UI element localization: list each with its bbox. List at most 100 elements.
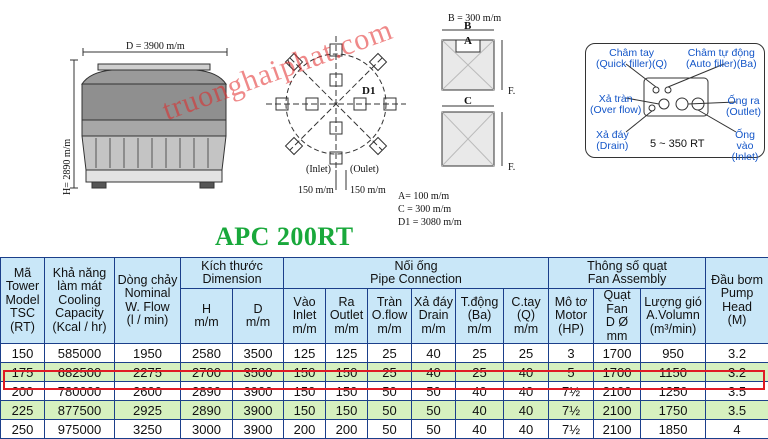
legend-outlet: Ống ra (Outlet) xyxy=(726,96,761,118)
table-cell: 50 xyxy=(412,420,456,439)
outlet-size: 150 m/m xyxy=(350,185,386,196)
fill-label-a: A xyxy=(464,35,472,47)
table-cell: 950 xyxy=(641,344,706,363)
table-cell: 877500 xyxy=(45,401,115,420)
table-cell: 40 xyxy=(456,401,504,420)
table-cell: 2100 xyxy=(594,382,641,401)
spec-d1: D1 = 3080 m/m xyxy=(398,216,462,229)
table-cell: 2890 xyxy=(181,382,233,401)
table-cell: 25 xyxy=(368,344,412,363)
outlet-label: (Oulet) xyxy=(350,164,379,175)
table-cell: 3900 xyxy=(233,382,284,401)
table-cell: 3900 xyxy=(233,401,284,420)
header-dimension-text: Kích thước Dimension xyxy=(181,260,283,287)
table-cell: 1700 xyxy=(594,363,641,382)
table-cell: 225 xyxy=(1,401,45,420)
table-cell: 2580 xyxy=(181,344,233,363)
table-cell: 3.5 xyxy=(706,401,768,420)
inlet-label: (Inlet) xyxy=(306,164,331,175)
table-cell: 3.2 xyxy=(706,344,768,363)
header-model: Mã Tower Model TSC (RT) xyxy=(1,258,45,344)
table-cell: 2925 xyxy=(115,401,181,420)
table-cell: 25 xyxy=(456,363,504,382)
model-title: APC 200RT xyxy=(215,222,354,252)
table-cell: 150 xyxy=(326,363,368,382)
table-cell: 40 xyxy=(504,363,549,382)
legend-overflow: Xả tràn (Over flow) xyxy=(590,94,641,116)
table-cell: 585000 xyxy=(45,344,115,363)
table-cell: 1850 xyxy=(641,420,706,439)
header-drain: Xả đáy Drain m/m xyxy=(412,289,456,344)
table-cell: 40 xyxy=(412,363,456,382)
table-cell: 150 xyxy=(284,401,326,420)
table-cell: 7½ xyxy=(549,420,594,439)
fill-label-f2: F. xyxy=(508,162,515,173)
header-capacity-text: Khả năng làm mát Cooling Capacity (Kcal … xyxy=(45,267,114,335)
table-cell: 40 xyxy=(504,420,549,439)
header-drain-text: Xả đáy Drain m/m xyxy=(412,296,455,337)
table-cell: 1950 xyxy=(115,344,181,363)
table-cell: 25 xyxy=(368,363,412,382)
header-fan-text: Thông số quạt Fan Assembly xyxy=(549,260,705,287)
table-cell: 2700 xyxy=(181,363,233,382)
table-cell: 125 xyxy=(326,344,368,363)
legend-quick-filler: Châm tay (Quick filler)(Q) xyxy=(596,48,667,70)
header-d-text: D m/m xyxy=(233,303,283,330)
table-cell: 3250 xyxy=(115,420,181,439)
dim-b: B = 300 m/m xyxy=(448,13,501,24)
table-cell: 1750 xyxy=(641,401,706,420)
header-h-text: H m/m xyxy=(181,303,232,330)
header-q-text: C.tay (Q) m/m xyxy=(504,296,548,337)
header-model-text: Mã Tower Model TSC (RT) xyxy=(1,267,44,335)
table-cell: 40 xyxy=(504,401,549,420)
header-d: D m/m xyxy=(233,289,284,344)
header-h: H m/m xyxy=(181,289,233,344)
table-cell: 40 xyxy=(504,382,549,401)
table-cell: 7½ xyxy=(549,401,594,420)
table-cell: 780000 xyxy=(45,382,115,401)
table-cell: 150 xyxy=(284,363,326,382)
table-cell: 3000 xyxy=(181,420,233,439)
header-pump: Đầu bơm Pump Head (M) xyxy=(706,258,768,344)
header-pump-text: Đầu bơm Pump Head (M) xyxy=(706,274,768,328)
dim-d1-label: D1 xyxy=(362,85,375,97)
fill-label-f1: F. xyxy=(508,86,515,97)
table-cell: 2100 xyxy=(594,420,641,439)
header-fan-d-text: Quạt Fan D Ø mm xyxy=(594,289,640,343)
dim-diameter: D = 3900 m/m xyxy=(126,41,185,52)
table-cell: 3900 xyxy=(233,420,284,439)
fill-label-b: B xyxy=(464,20,472,32)
header-flow: Dòng chảy Nominal W. Flow (l / min) xyxy=(115,258,181,344)
table-cell: 175 xyxy=(1,363,45,382)
header-oflow-text: Tràn O.flow m/m xyxy=(368,296,411,337)
table-cell: 25 xyxy=(456,344,504,363)
table-cell: 250 xyxy=(1,420,45,439)
table-cell: 2600 xyxy=(115,382,181,401)
header-volume: Lượng gió A.Volumn (m³/min) xyxy=(641,289,706,344)
fill-label-c: C xyxy=(464,95,472,107)
table-cell: 40 xyxy=(456,382,504,401)
table-cell: 200 xyxy=(284,420,326,439)
table-cell: 2890 xyxy=(181,401,233,420)
table-cell: 3500 xyxy=(233,363,284,382)
header-motor-text: Mô tơ Motor (HP) xyxy=(549,296,593,337)
table-cell: 50 xyxy=(412,401,456,420)
header-fan-d: Quạt Fan D Ø mm xyxy=(594,289,641,344)
header-ba: T.động (Ba) m/m xyxy=(456,289,504,344)
header-pipe: Nối ống Pipe Connection xyxy=(284,258,549,289)
table-cell: 40 xyxy=(456,420,504,439)
legend-inlet: Ống vào (Inlet) xyxy=(726,130,764,163)
spec-c: C = 300 m/m xyxy=(398,203,451,216)
table-cell: 150 xyxy=(326,382,368,401)
table-cell: 150 xyxy=(284,382,326,401)
table-cell: 200 xyxy=(326,420,368,439)
table-cell: 125 xyxy=(284,344,326,363)
table-cell: 975000 xyxy=(45,420,115,439)
legend-auto-filler: Châm tự động (Auto filler)(Ba) xyxy=(686,48,757,70)
legend-drain: Xả đáy (Drain) xyxy=(596,130,629,152)
